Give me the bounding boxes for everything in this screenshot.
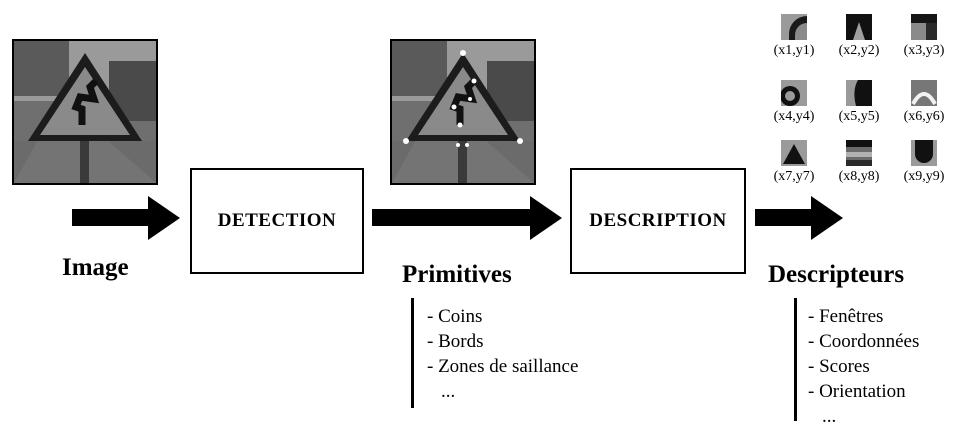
- dark-round-patch-icon: [911, 140, 937, 166]
- patch-coord: (x6,y6): [903, 109, 945, 124]
- arrow-image-to-detection: [72, 196, 180, 240]
- arrow-description-to-descripteurs: [755, 196, 843, 240]
- white-arc-patch-icon: [911, 80, 937, 106]
- triangle-patch-icon: [781, 140, 807, 166]
- ring-edge-patch-icon: [781, 80, 807, 106]
- description-label: DESCRIPTION: [589, 210, 727, 231]
- patch-coord: (x1,y1): [773, 43, 815, 58]
- patch-item: (x2,y2): [827, 14, 891, 59]
- patch-item: (x1,y1): [762, 14, 826, 59]
- patch-item: (x3,y3): [892, 14, 956, 59]
- list-item: - Coordonnées: [808, 331, 920, 352]
- patch-item: (x9,y9): [892, 140, 956, 185]
- patch-item: (x4,y4): [762, 80, 826, 125]
- list-item: ...: [822, 406, 837, 427]
- image-label: Image: [62, 254, 129, 281]
- description-box: DESCRIPTION: [570, 168, 746, 274]
- dark-band-patch-icon: [911, 14, 937, 40]
- road-sign-keypoints-illustration: [392, 41, 534, 183]
- list-item: ...: [441, 381, 456, 402]
- patch-coord: (x3,y3): [903, 43, 945, 58]
- patch-item: (x8,y8): [827, 140, 891, 185]
- dark-notch-patch-icon: [846, 14, 872, 40]
- detected-primitives-photo: [390, 39, 536, 185]
- list-item: - Scores: [808, 356, 870, 377]
- list-item: - Bords: [427, 331, 484, 352]
- detection-box: DETECTION: [190, 168, 364, 274]
- descripteurs-list-bar: [794, 298, 797, 421]
- descripteurs-list: - Fenêtres - Coordonnées - Scores - Orie…: [808, 304, 919, 429]
- patch-item: (x7,y7): [762, 140, 826, 185]
- patch-coord: (x9,y9): [903, 169, 945, 184]
- patch-coord: (x2,y2): [838, 43, 880, 58]
- list-item: - Coins: [427, 306, 483, 327]
- patch-coord: (x4,y4): [773, 109, 815, 124]
- patch-item: (x5,y5): [827, 80, 891, 125]
- striped-patch-icon: [846, 140, 872, 166]
- road-sign-photo: [12, 39, 158, 185]
- primitives-list-bar: [411, 298, 414, 408]
- list-item: - Zones de saillance: [427, 356, 579, 377]
- detection-label: DETECTION: [217, 210, 337, 231]
- list-item: - Orientation: [808, 381, 906, 402]
- list-item: - Fenêtres: [808, 306, 884, 327]
- curved-corner-patch-icon: [781, 14, 807, 40]
- primitives-list: - Coins - Bords - Zones de saillance ...: [427, 304, 578, 404]
- patch-item: (x6,y6): [892, 80, 956, 125]
- patch-coord: (x8,y8): [838, 169, 880, 184]
- dark-blob-patch-icon: [846, 80, 872, 106]
- patch-coord: (x7,y7): [773, 169, 815, 184]
- arrow-detection-to-description: [372, 196, 562, 240]
- primitives-label: Primitives: [402, 261, 512, 288]
- descripteurs-label: Descripteurs: [768, 261, 905, 288]
- patch-coord: (x5,y5): [838, 109, 880, 124]
- road-sign-illustration: [14, 41, 156, 183]
